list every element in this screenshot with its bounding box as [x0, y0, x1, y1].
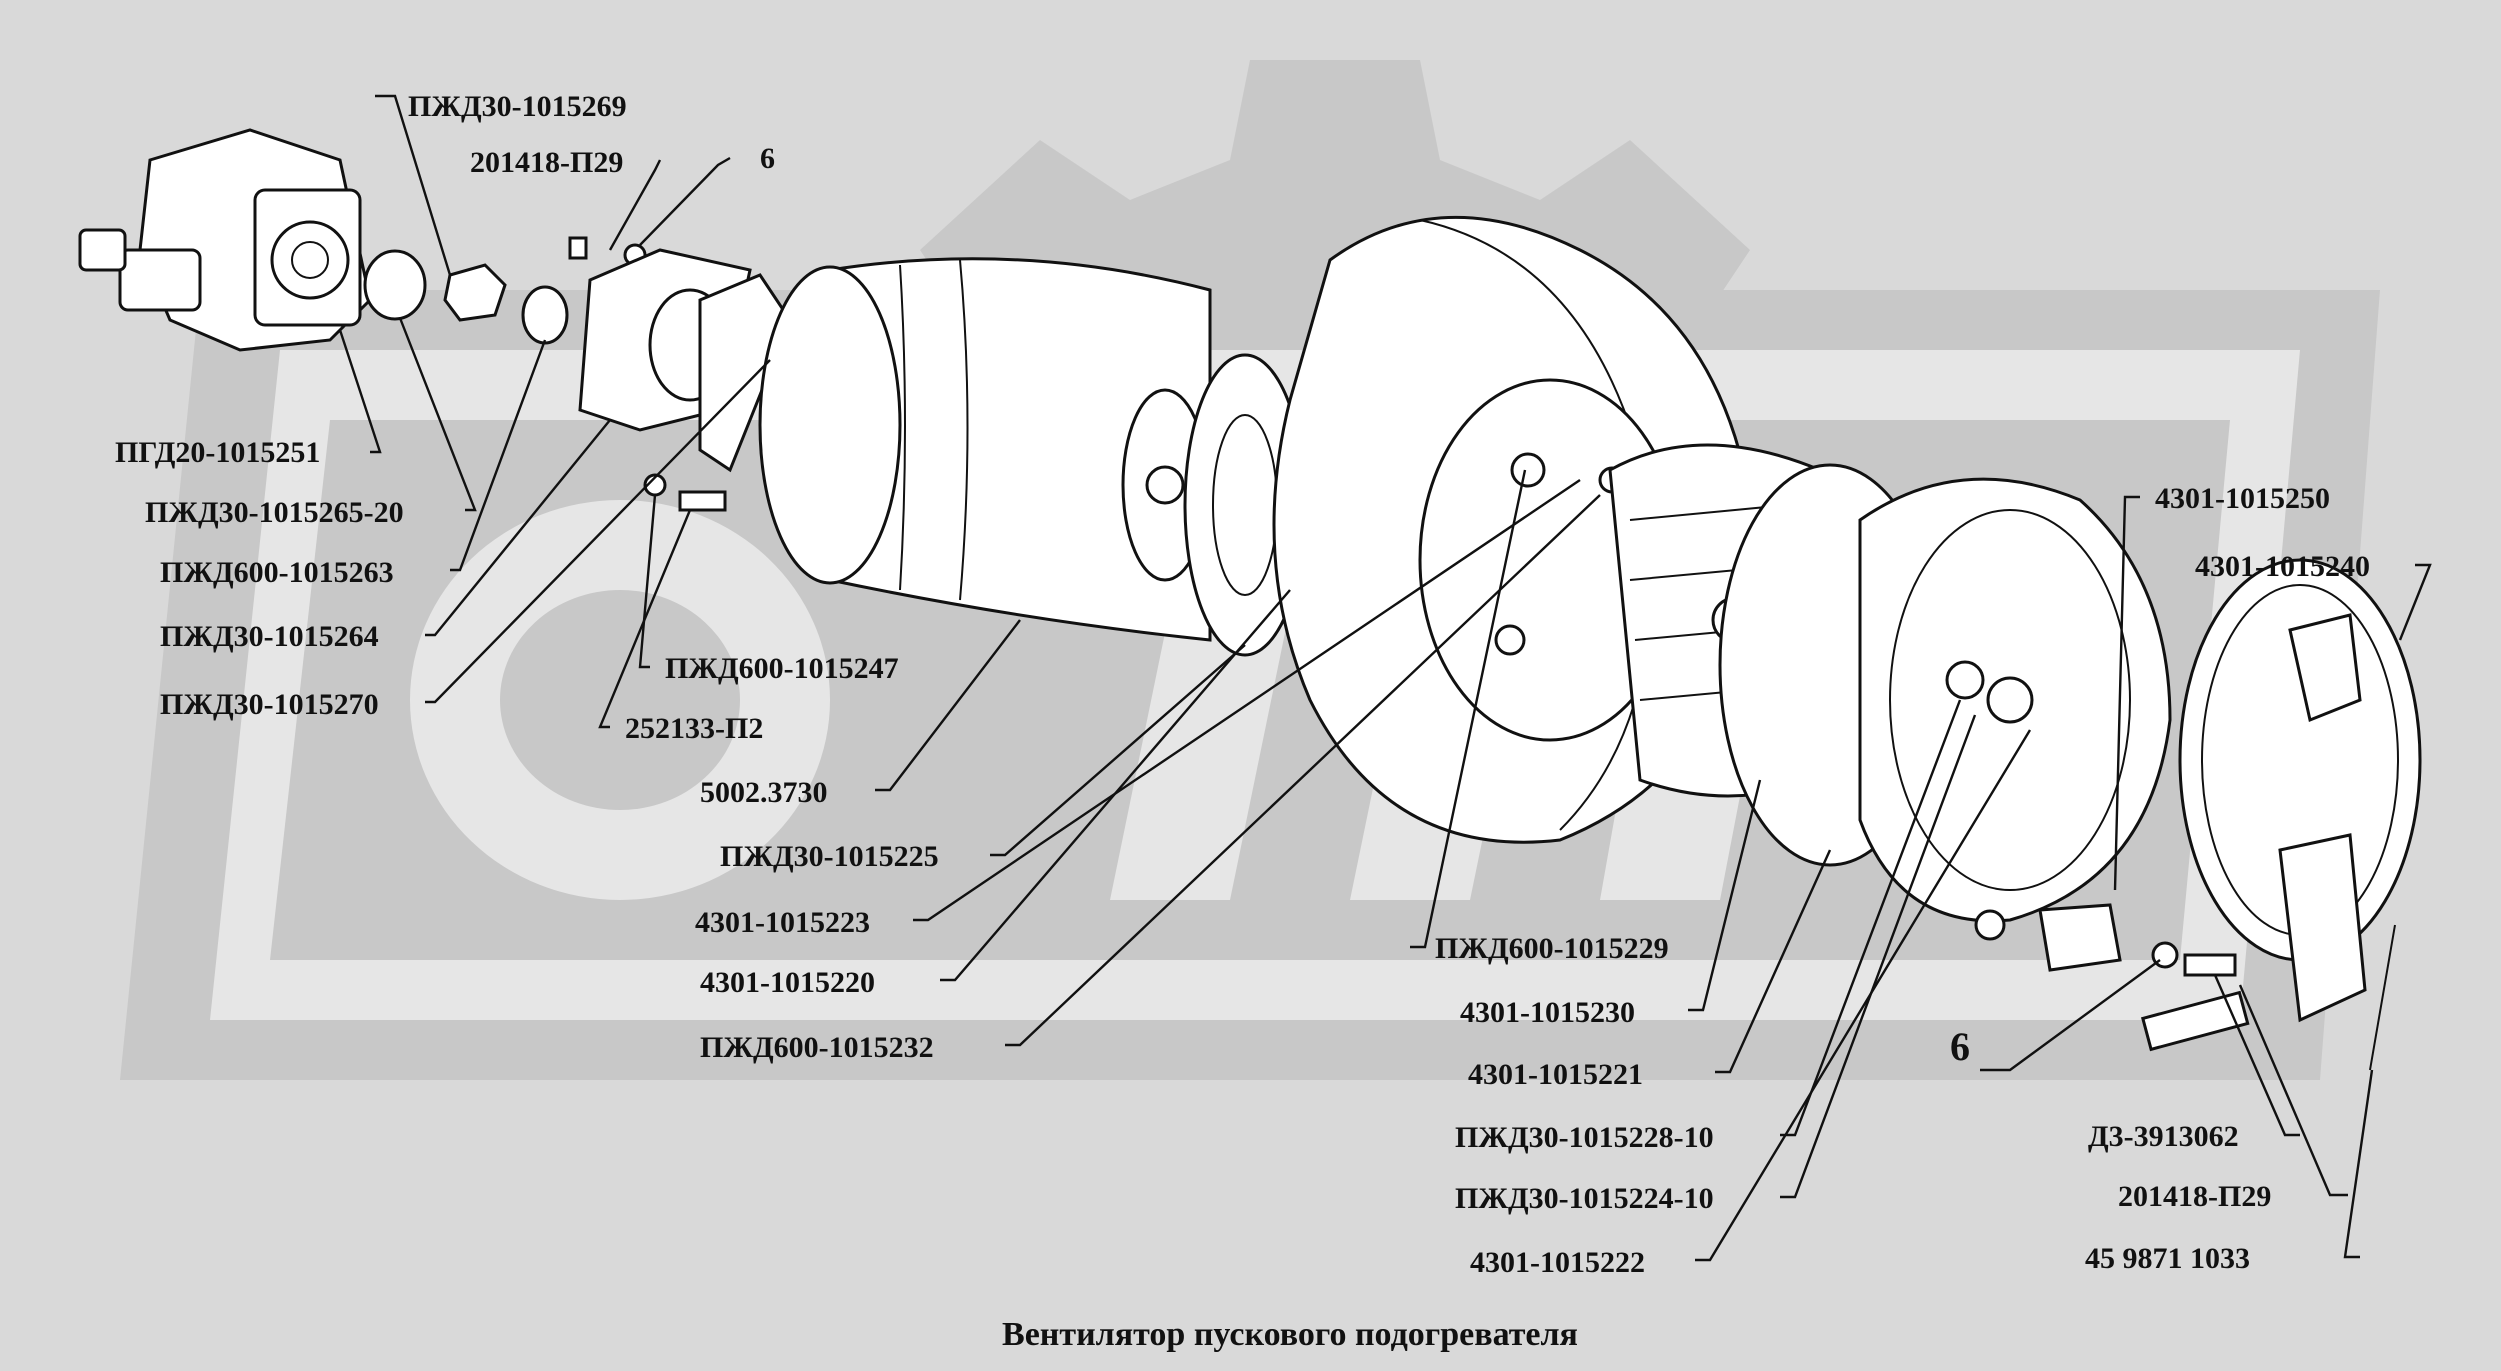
coupling-star	[443, 263, 507, 322]
part-label: ПЖД30-1015228-10	[1455, 1121, 1714, 1154]
leader-lines	[338, 94, 2432, 1262]
part-label: ПЖД30-1015264	[160, 620, 379, 653]
part-label: 201418-П29	[2118, 1180, 2271, 1213]
coupling-disc	[363, 249, 427, 321]
part-label: ПЖД600-1015263	[160, 556, 394, 589]
part-label: 4301-1015220	[700, 966, 875, 999]
fan-cover	[1858, 477, 2172, 972]
part-label: ПЖД30-1015224-10	[1455, 1182, 1714, 1215]
part-label: 4301-1015223	[695, 906, 870, 939]
part-label: ПЖД600-1015229	[1435, 932, 1669, 965]
parts-artwork	[78, 128, 2422, 1071]
washer	[521, 285, 569, 345]
part-label: ПГД20-1015251	[115, 436, 320, 469]
part-label: 4301-1015250	[2155, 482, 2330, 515]
part-label: ПЖД30-1015270	[160, 688, 379, 721]
part-label: 6	[1950, 1024, 1970, 1069]
part-label: 4301-1015222	[1470, 1246, 1645, 1279]
part-label: 4301-1015221	[1468, 1058, 1643, 1091]
bolt-top	[568, 236, 588, 260]
part-label: ПЖД30-1015269	[408, 90, 627, 123]
diagram-caption: Вентилятор пускового подогревателя	[1002, 1316, 1578, 1353]
part-label: ПЖД30-1015225	[720, 840, 939, 873]
part-label: 6	[760, 142, 775, 175]
part-label: ПЖД600-1015232	[700, 1031, 934, 1064]
part-label: 201418-П29	[470, 146, 623, 179]
part-label: 4301-1015230	[1460, 996, 1635, 1029]
end-cover	[2178, 558, 2422, 1023]
part-label: ПЖД30-1015265-20	[145, 496, 404, 529]
part-label: 5002.3730	[700, 776, 828, 809]
part-label: 45 9871 1033	[2085, 1242, 2250, 1275]
part-label: ПЖД600-1015247	[665, 652, 899, 685]
part-label: 252133-П2	[625, 712, 763, 745]
part-label: 4301-1015240	[2195, 550, 2370, 583]
pump-housing	[78, 128, 372, 352]
part-labels: ПЖД30-1015269 201418-П29 6 ПГД20-1015251…	[115, 90, 2370, 1279]
electric-motor	[758, 257, 1212, 642]
part-label: Д3-3913062	[2088, 1120, 2239, 1153]
